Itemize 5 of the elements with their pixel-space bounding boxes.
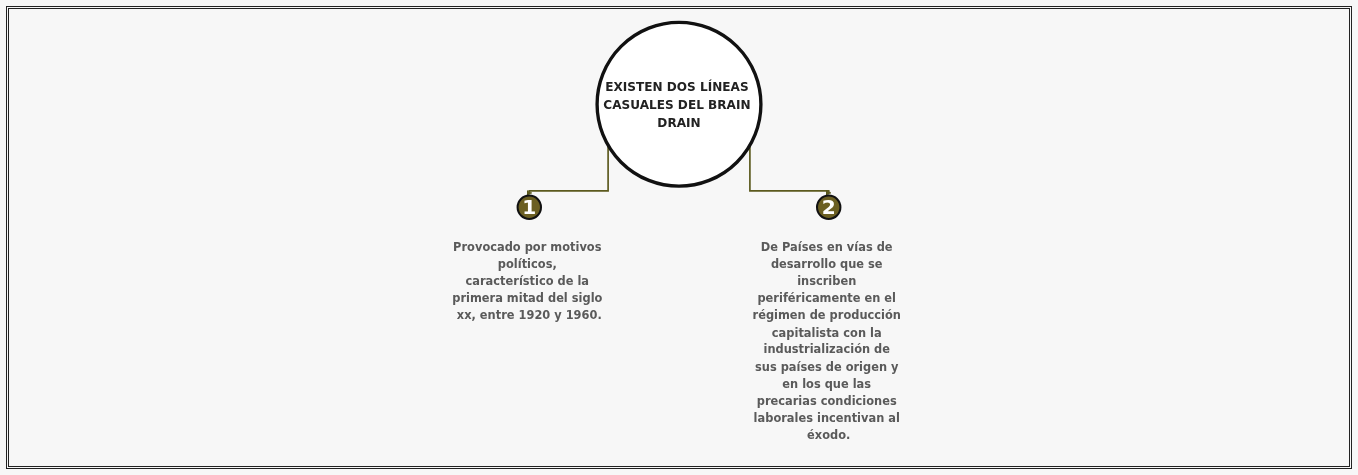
node-label: Provocado por motivos políticos, característico de la primera mitad del siglo xx, entre 1920 y 1960. bbox=[452, 239, 603, 322]
node-circle: 2 bbox=[816, 194, 842, 220]
node-circle: EXISTEN DOS LÍNEAS CASUALES DEL BRAIN DRAIN bbox=[595, 20, 763, 188]
node-label: De Países en vías de desarrollo que se inscriben periféricamente en el régimen de producción capitalista con la industrialización de sus países de origen y en los que las precarias condiciones laborales incentivan al éxodo. bbox=[752, 239, 901, 442]
node-circle: 1 bbox=[516, 194, 542, 220]
